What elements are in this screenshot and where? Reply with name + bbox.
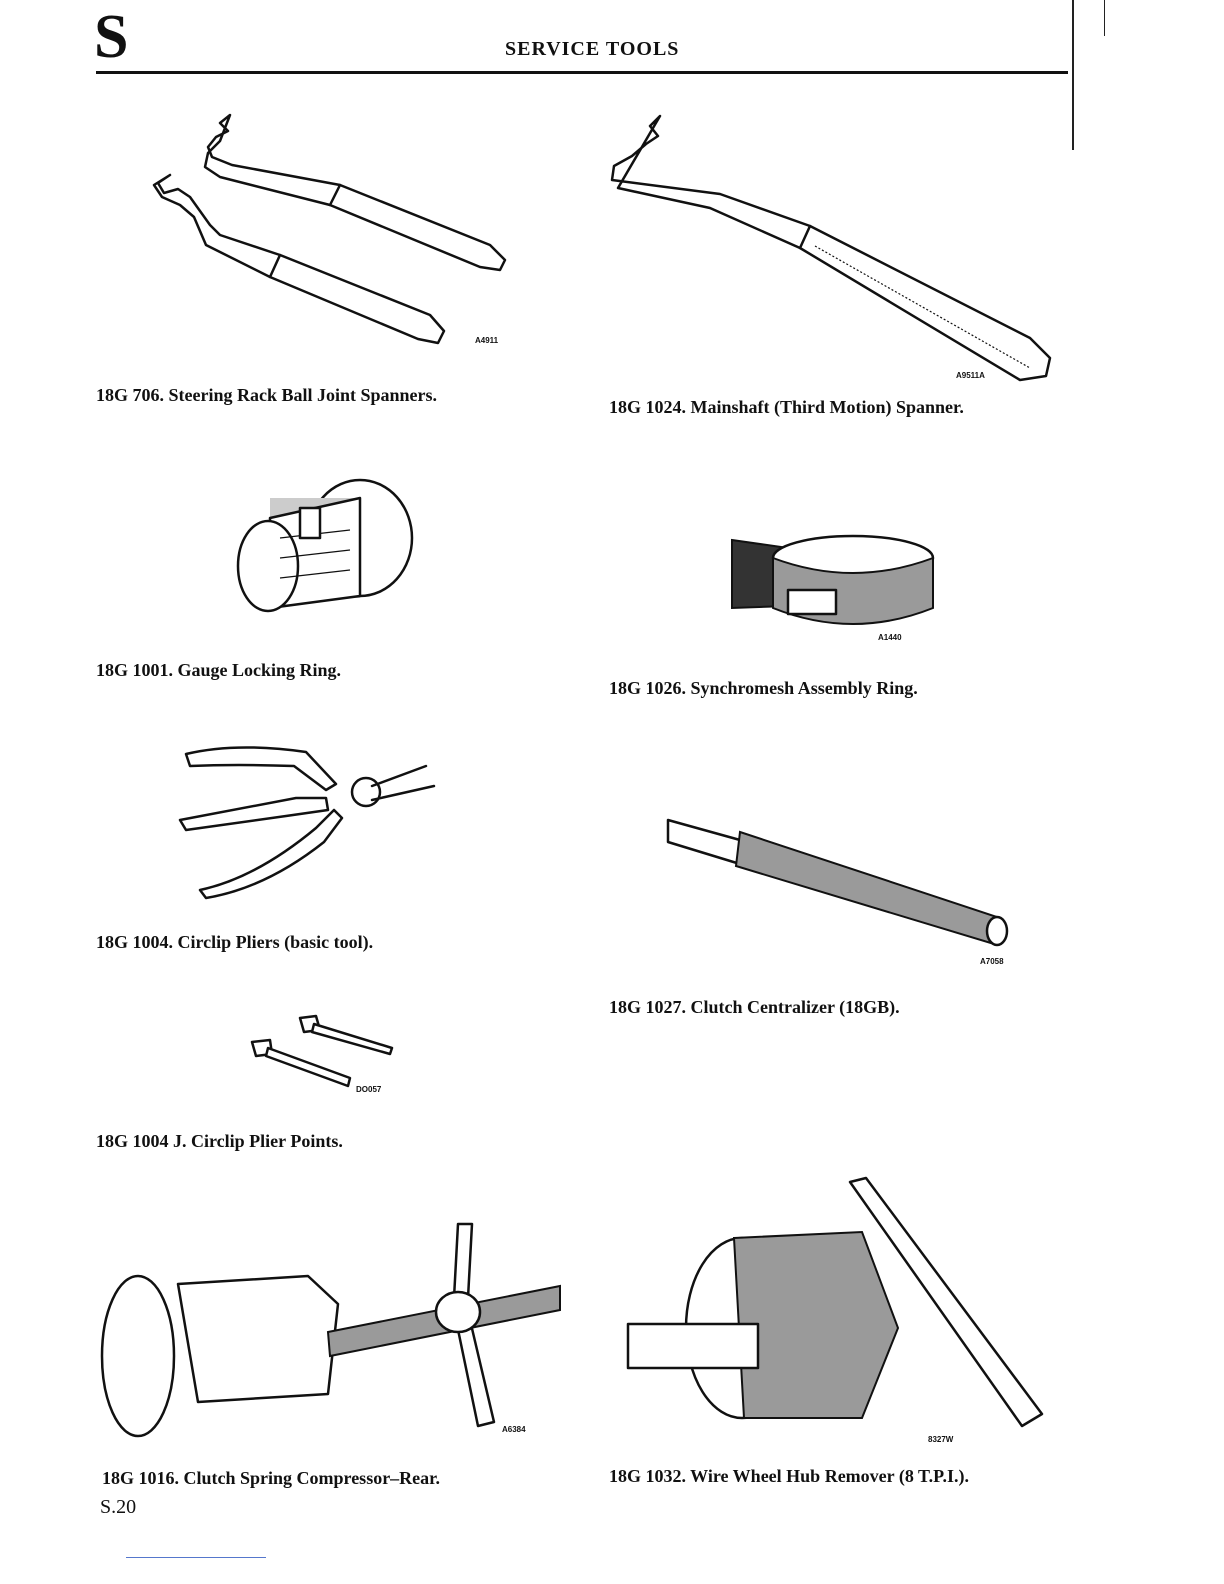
caption: 18G 706. Steering Rack Ball Joint Spanne… xyxy=(96,385,438,405)
caption: 18G 1004 J. Circlip Plier Points. xyxy=(96,1131,343,1151)
caption: 18G 1016. Clutch Spring Compressor–Rear. xyxy=(102,1468,441,1488)
plier-points-illustration: DO057 xyxy=(250,1014,394,1094)
caption: 18G 1026. Synchromesh Assembly Ring. xyxy=(609,678,918,698)
gauge-ring-illustration xyxy=(236,478,414,613)
footer-rule xyxy=(126,1557,266,1558)
caption: 18G 1024. Mainshaft (Third Motion) Spann… xyxy=(609,397,964,417)
ref-code: 8327W xyxy=(928,1435,954,1444)
ref-code: A9511A xyxy=(956,371,985,380)
page-number: S.20 xyxy=(100,1496,137,1518)
ref-code: A7058 xyxy=(980,957,1004,966)
ref-code: DO057 xyxy=(356,1085,382,1094)
hub-remover-illustration: 8327W xyxy=(626,1176,1044,1444)
edge-mark xyxy=(1104,0,1105,36)
header-rule xyxy=(96,71,1068,74)
c-spanner-illustration: A9511A xyxy=(610,114,1052,382)
twin-c-spanners-illustration: A4911 xyxy=(152,113,507,345)
synchro-ring-illustration: A1440 xyxy=(731,534,935,642)
spring-compressor-illustration: A6384 xyxy=(100,1222,561,1438)
ref-code: A6384 xyxy=(502,1425,526,1434)
ref-code: A4911 xyxy=(475,336,499,345)
ref-code: A1440 xyxy=(878,633,902,642)
circlip-pliers-illustration xyxy=(178,746,436,900)
caption: 18G 1032. Wire Wheel Hub Remover (8 T.P.… xyxy=(609,1466,970,1486)
caption: 18G 1027. Clutch Centralizer (18GB). xyxy=(609,997,900,1017)
page-title: SERVICE TOOLS xyxy=(505,38,680,60)
edge-mark xyxy=(1072,0,1074,150)
centralizer-bar-illustration: A7058 xyxy=(666,818,1009,966)
caption: 18G 1004. Circlip Pliers (basic tool). xyxy=(96,932,374,952)
section-letter: S xyxy=(94,3,129,71)
caption: 18G 1001. Gauge Locking Ring. xyxy=(96,660,342,680)
